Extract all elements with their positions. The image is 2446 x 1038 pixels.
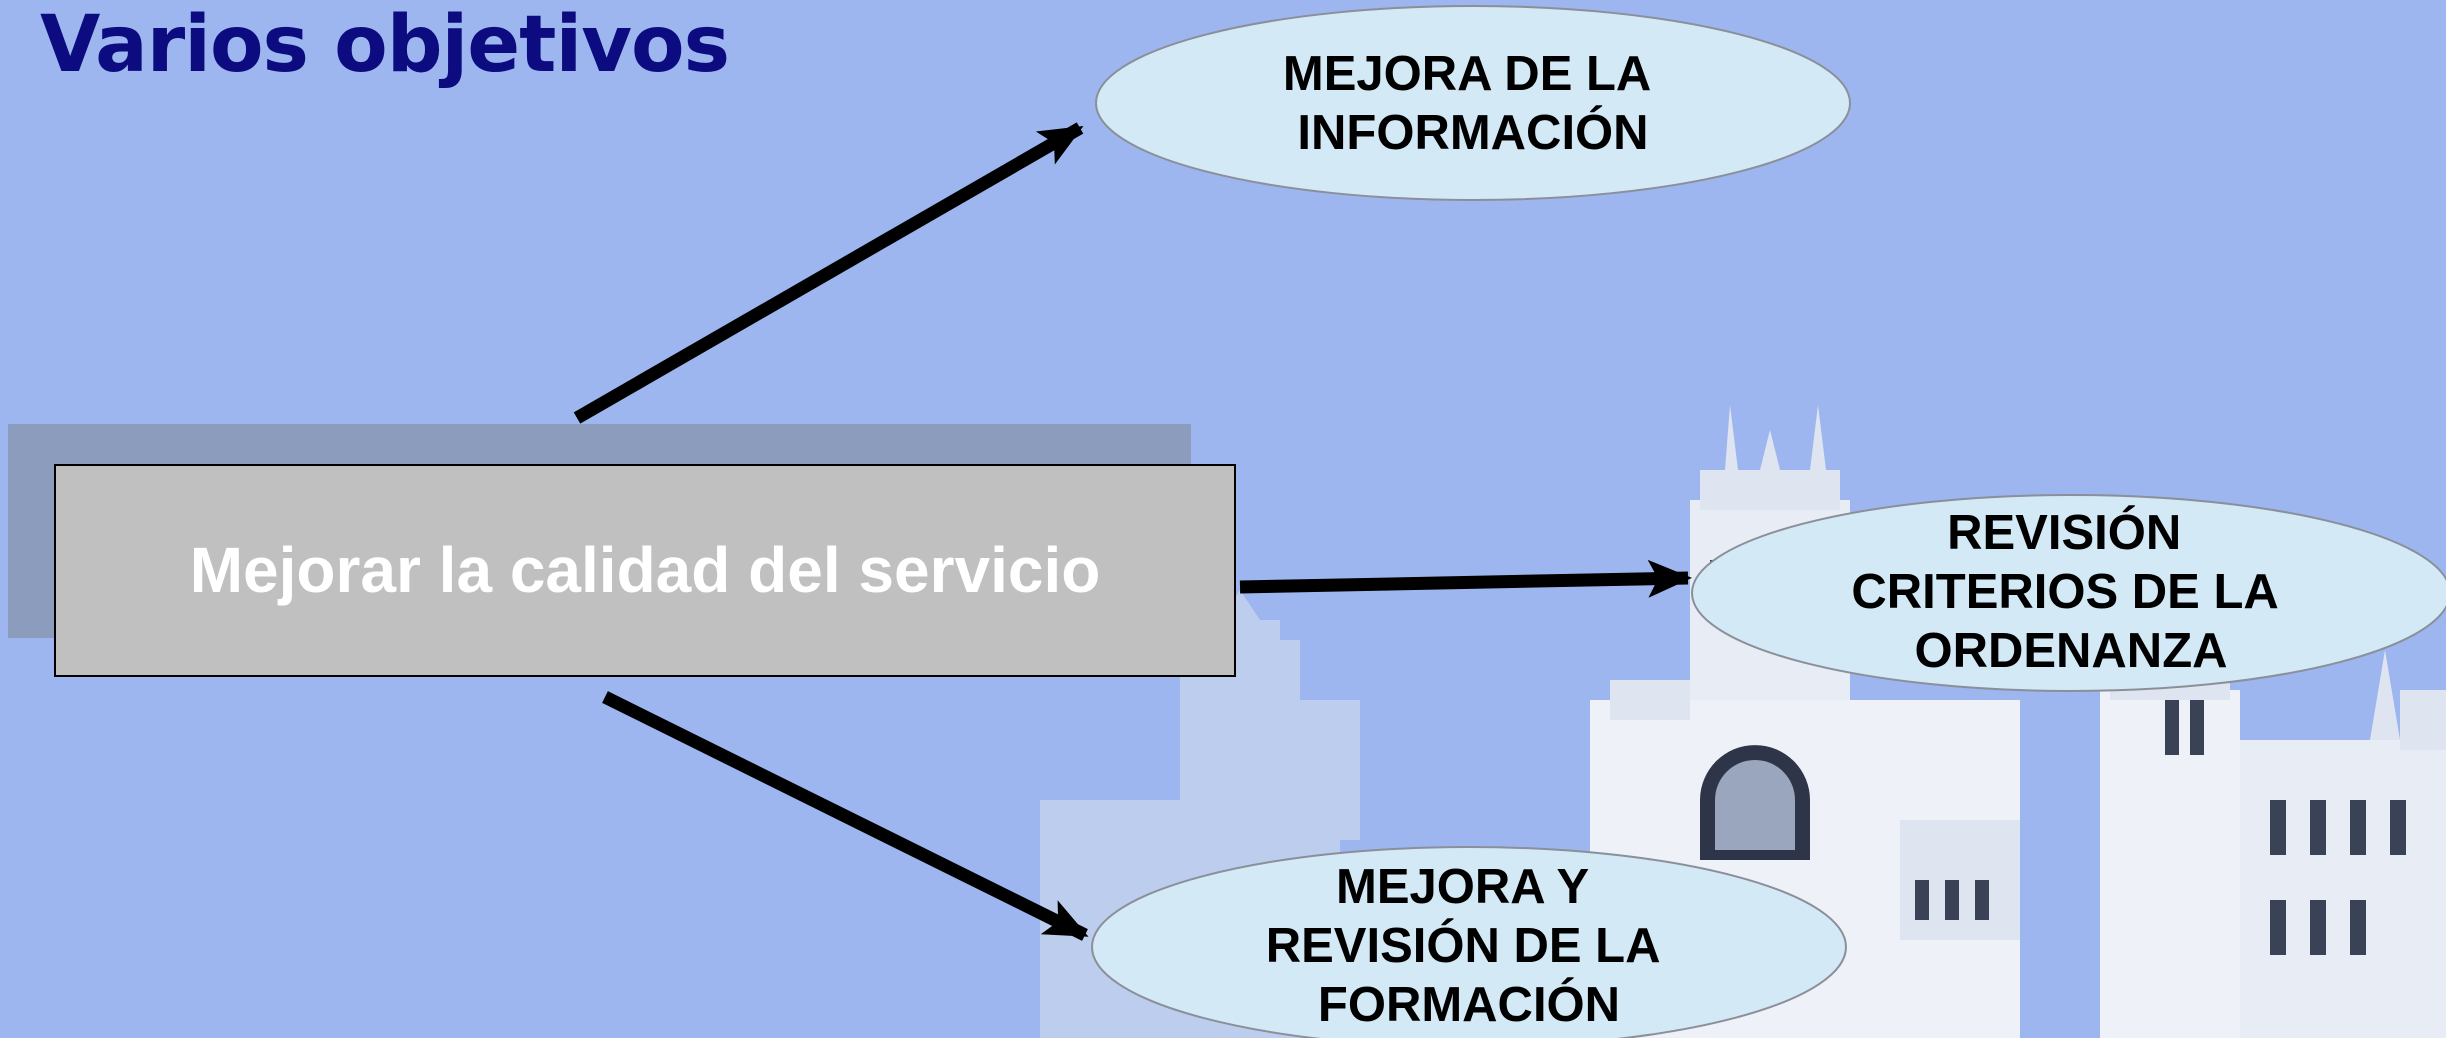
arrows [573,122,1692,941]
objective-ellipse [1095,5,1851,201]
svg-text:MEJORA DE LA INFORMACIÓN: MEJORA DE LA INFORMACIÓN [1283,47,1663,160]
objective-ellipse [1691,494,2446,692]
svg-text:MEJORA Y REVISIÓN DE LA: MEJORA Y REVISIÓN DE LA FORMACIÓN [1266,860,1673,1032]
objective-line: MEJORA DE LA [1283,47,1651,101]
objective-line: ORDENANZA [1914,624,2227,678]
objective-line: INFORMACIÓN [1297,105,1648,160]
objective-line: FORMACIÓN [1318,977,1620,1032]
svg-text:REVISIÓN CRITERIOS DE LA: REVISIÓN CRITERIOS DE LA ORDENANZA [1851,505,2290,678]
objective-ellipse [1091,846,1847,1038]
objective-training: MEJORA Y REVISIÓN DE LA FORMACIÓN [1091,846,1847,1038]
main-objective-box: Mejorar la calidad del servicio [8,424,1236,677]
objective-ordinance: REVISIÓN CRITERIOS DE LA ORDENANZA [1691,494,2446,692]
arrow-to-ordinance [1239,559,1692,598]
objective-line: MEJORA Y [1336,860,1589,914]
objective-information: MEJORA DE LA INFORMACIÓN [1095,5,1851,201]
main-box-label: Mejorar la calidad del servicio [190,534,1101,606]
main-box [54,464,1236,677]
arrow-to-training [602,691,1089,941]
arrow-to-information [573,122,1084,424]
slide-title: Varios objetivos [40,0,730,90]
objective-line: REVISIÓN [1947,505,2181,560]
objective-line: REVISIÓN DE LA [1266,918,1660,973]
objective-line: CRITERIOS DE LA [1851,565,2278,619]
